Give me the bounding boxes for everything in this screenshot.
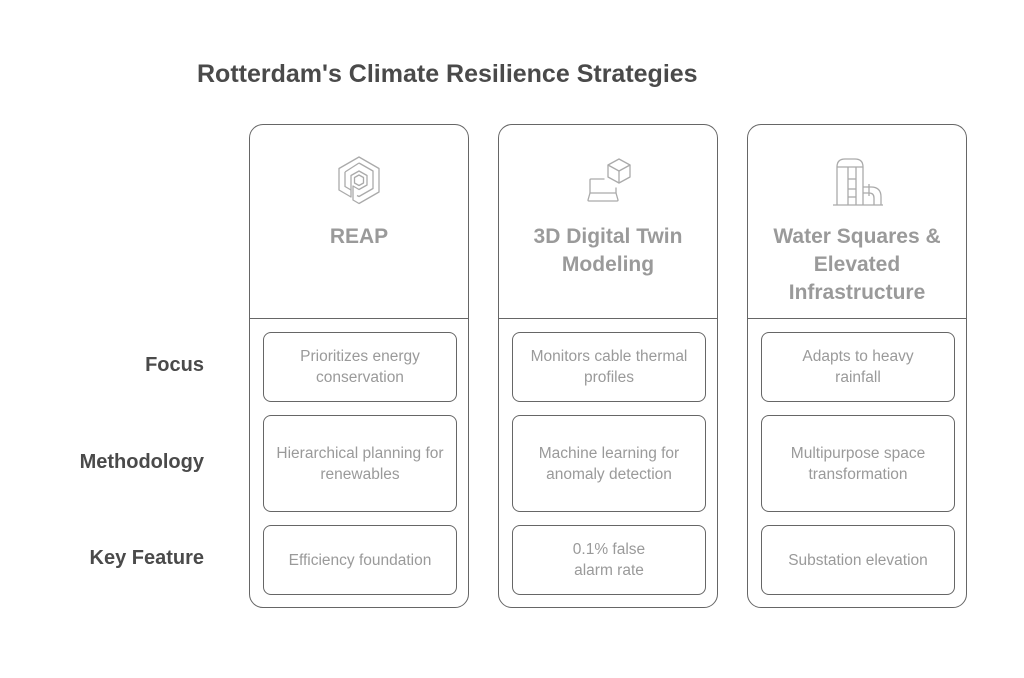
page-title: Rotterdam's Climate Resilience Strategie… <box>197 60 698 88</box>
cell-key-feature: Efficiency foundation <box>263 525 457 595</box>
cell-focus: Prioritizes energy conservation <box>263 332 457 402</box>
column-title: Water Squares & Elevated Infrastructure <box>773 225 941 304</box>
column-header: REAP <box>250 125 468 319</box>
hexagon-p-logo-icon <box>331 153 387 209</box>
cell-key-feature: 0.1% false alarm rate <box>512 525 706 595</box>
strategy-column-water-squares: Water Squares & Elevated Infrastructure … <box>747 124 967 608</box>
row-label-key-feature: Key Feature <box>89 547 205 569</box>
silo-building-icon <box>829 153 885 209</box>
row-label-methodology: Methodology <box>79 451 204 473</box>
strategy-column-reap: REAP Prioritizes energy conservation Hie… <box>249 124 469 608</box>
cell-focus: Adapts to heavy rainfall <box>761 332 955 402</box>
cell-methodology: Multipurpose space transformation <box>761 415 955 512</box>
cell-key-feature: Substation elevation <box>761 525 955 595</box>
column-title: REAP <box>329 225 389 248</box>
column-header: 3D Digital Twin Modeling <box>499 125 717 319</box>
cell-focus: Monitors cable thermal profiles <box>512 332 706 402</box>
column-title: 3D Digital Twin Modeling <box>533 225 683 276</box>
row-label-focus: Focus <box>145 354 204 376</box>
column-header: Water Squares & Elevated Infrastructure <box>748 125 966 319</box>
laptop-cube-icon <box>580 153 636 209</box>
cell-methodology: Machine learning for anomaly detection <box>512 415 706 512</box>
strategy-column-digital-twin: 3D Digital Twin Modeling Monitors cable … <box>498 124 718 608</box>
cell-methodology: Hierarchical planning for renewables <box>263 415 457 512</box>
